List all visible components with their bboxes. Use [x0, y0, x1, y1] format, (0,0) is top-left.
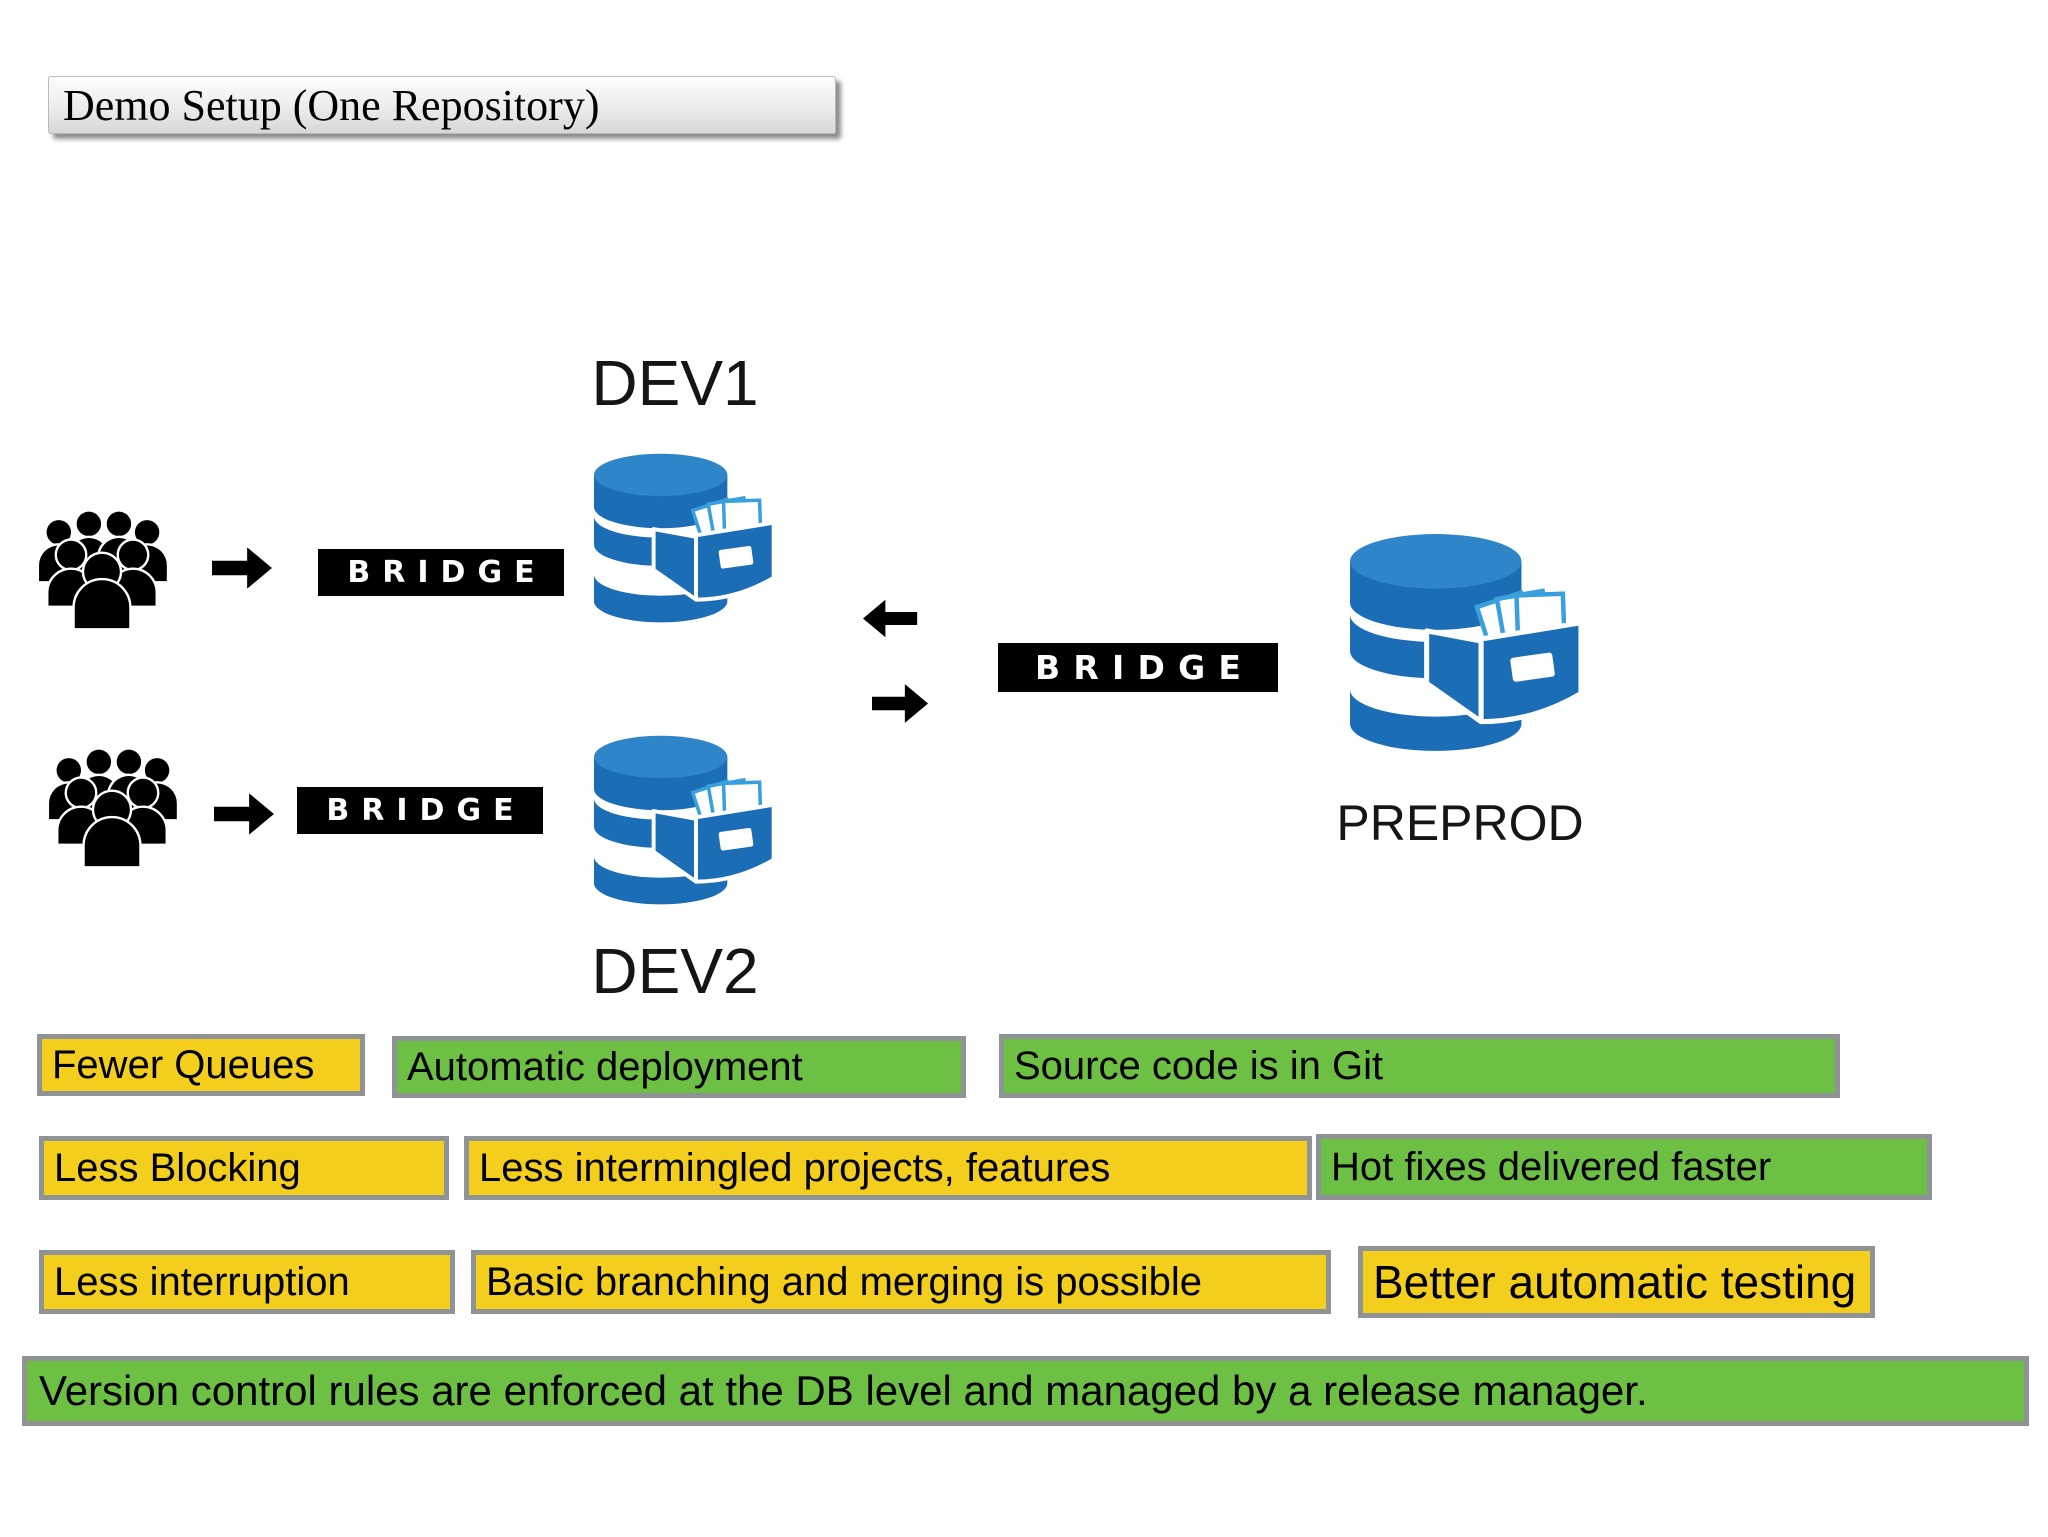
users-group-icon [26, 506, 178, 630]
bridge-logo-text: BRIDGE [326, 793, 526, 828]
benefit-box-basic-branching: Basic branching and merging is possible [471, 1250, 1331, 1314]
benefit-box-less-intermingled: Less intermingled projects, features [464, 1136, 1312, 1200]
arrow-right-icon [214, 793, 274, 835]
dev2-label: DEV2 [591, 935, 759, 1007]
database-drawer-icon-dev2 [594, 734, 776, 907]
bridge-logo-text: BRIDGE [347, 555, 547, 590]
preprod-label: PREPROD [1336, 795, 1584, 851]
page-title-text: Demo Setup (One Repository) [63, 80, 600, 130]
page-title: Demo Setup (One Repository) [48, 76, 836, 134]
database-drawer-icon-dev1 [594, 452, 776, 625]
benefit-box-better-testing: Better automatic testing [1358, 1246, 1875, 1318]
bridge-logo-dev2: BRIDGE [297, 787, 543, 834]
benefit-box-fewer-queues: Fewer Queues [37, 1034, 365, 1096]
benefit-box-less-interruption: Less interruption [39, 1250, 455, 1314]
arrow-right-icon [212, 547, 272, 589]
benefit-box-automatic-deployment: Automatic deployment [392, 1036, 966, 1098]
benefit-box-less-blocking: Less Blocking [39, 1136, 449, 1200]
dev1-label: DEV1 [591, 347, 759, 419]
bridge-logo-text: BRIDGE [1035, 648, 1255, 687]
arrow-left-icon [862, 599, 918, 638]
database-drawer-icon-preprod [1350, 532, 1584, 758]
bridge-logo-dev1: BRIDGE [318, 549, 564, 596]
bridge-logo-preprod: BRIDGE [998, 643, 1278, 692]
arrow-right-icon [872, 684, 929, 723]
benefit-box-source-code-git: Source code is in Git [999, 1034, 1840, 1098]
users-group-icon [36, 744, 188, 868]
footer-banner-version-control: Version control rules are enforced at th… [22, 1356, 2029, 1426]
benefit-box-hot-fixes: Hot fixes delivered faster [1316, 1134, 1932, 1200]
